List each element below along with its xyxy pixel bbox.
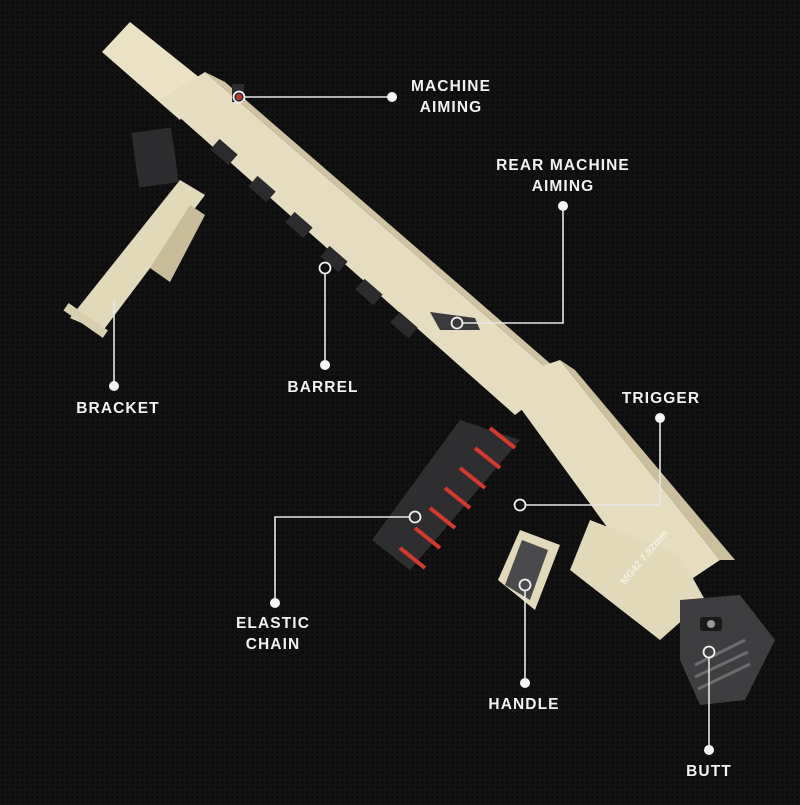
callout-label-barrel: BARREL bbox=[287, 379, 359, 396]
barrel-cooling-windows bbox=[210, 138, 418, 339]
callout-end-dots bbox=[109, 92, 714, 755]
gun-body bbox=[102, 22, 775, 705]
callout-label-elastic-chain: ELASTIC CHAIN bbox=[235, 615, 311, 653]
callout-label-bracket: BRACKET bbox=[76, 400, 160, 417]
callout-target-rings bbox=[232, 90, 716, 659]
callout-label-butt: BUTT bbox=[686, 763, 732, 780]
callout-label-rear-machine-aiming: REAR MACHINE AIMING bbox=[496, 157, 630, 195]
callout-label-trigger: TRIGGER bbox=[621, 390, 701, 407]
callout-label-machine-aiming: MACHINE AIMING bbox=[410, 78, 492, 116]
bipod-bracket bbox=[63, 127, 205, 338]
rear-sight bbox=[430, 312, 480, 330]
callout-lines bbox=[113, 96, 710, 750]
ammo-belt bbox=[372, 420, 520, 570]
callout-label-handle: HANDLE bbox=[488, 696, 560, 713]
